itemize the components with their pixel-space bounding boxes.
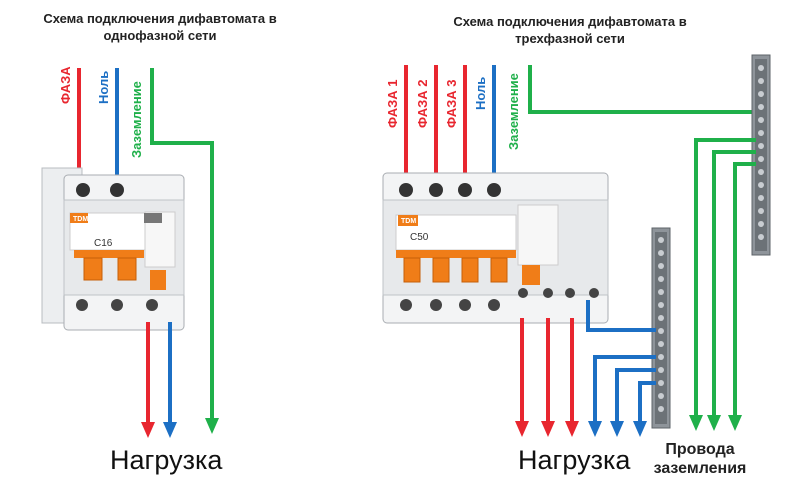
ground-bus-bar (751, 54, 771, 256)
neutral-wires (586, 300, 656, 424)
single-phase-title-line1: Схема подключения дифавтомата в (43, 11, 277, 26)
right-phase1-label: ФАЗА 1 (385, 79, 400, 128)
right-phase2-label: ФАЗА 2 (415, 79, 430, 128)
three-phase-title: Схема подключения дифавтомата в трехфазн… (430, 13, 710, 47)
right-input-wires (404, 65, 756, 178)
left-load-label: Нагрузка (110, 445, 223, 475)
three-phase-title-line1: Схема подключения дифавтомата в (453, 14, 687, 29)
right-device-rating: C50 (410, 232, 429, 243)
neutral-arrows (588, 421, 647, 437)
right-output-phase-wires (515, 318, 579, 437)
ground-arrows (689, 415, 742, 431)
single-phase-title-line2: однофазной сети (103, 28, 217, 43)
ground-wires-label: Провода заземления (640, 440, 760, 478)
neutral-bus-bar (651, 227, 671, 429)
left-neutral-label: Ноль (96, 70, 111, 104)
right-load-label: Нагрузка (518, 445, 631, 475)
left-device-brand: TDM (73, 216, 88, 223)
ground-wires-label-line2: заземления (653, 460, 747, 477)
ground-wires (694, 138, 756, 418)
right-ground-label: Заземление (506, 73, 521, 150)
right-neutral-label: Ноль (473, 76, 488, 110)
single-phase-title: Схема подключения дифавтомата в однофазн… (10, 10, 310, 44)
right-device-brand: TDM (401, 218, 416, 225)
left-ground-label: Заземление (129, 81, 144, 158)
left-output-wires (141, 322, 219, 438)
left-device-rating: C16 (94, 238, 113, 249)
left-rcbo-device: TDM C16 (41, 167, 185, 331)
three-phase-title-line2: трехфазной сети (515, 31, 625, 46)
right-phase3-label: ФАЗА 3 (444, 79, 459, 128)
left-phase-label: ФАЗА (58, 66, 73, 104)
ground-wires-label-line1: Провода (665, 441, 735, 458)
right-rcbo-device: TDM C50 (382, 172, 609, 324)
left-input-wires (77, 68, 214, 420)
